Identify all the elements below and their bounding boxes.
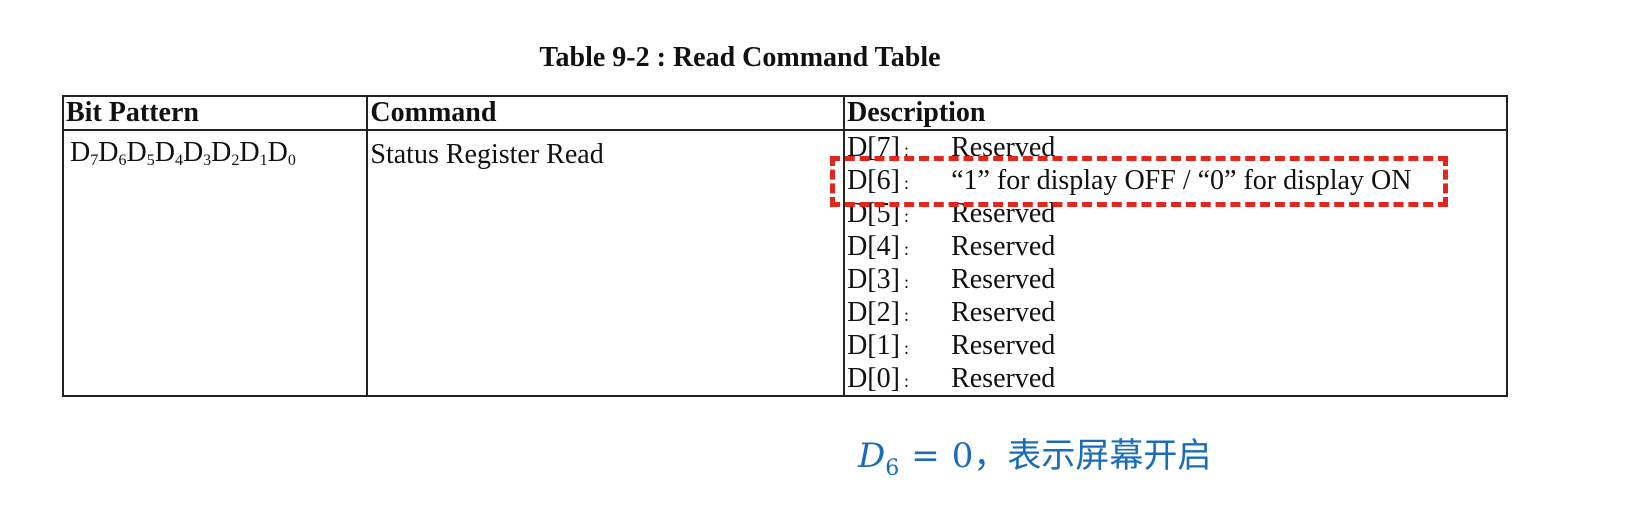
description-text: Reserved: [951, 231, 1056, 262]
bit-subscript: 7: [90, 152, 99, 169]
note-variable: D6: [858, 436, 900, 481]
description-text: Reserved: [951, 330, 1056, 361]
note-value: 0: [951, 436, 974, 476]
bit-letter: D: [126, 137, 147, 168]
bit-subscript: 2: [231, 152, 240, 169]
table-caption: Table 9-2 : Read Command Table: [539, 42, 941, 73]
description-text: Reserved: [951, 264, 1056, 295]
description-bit: D[4]:: [847, 231, 909, 262]
bit-subscript: 4: [174, 152, 183, 169]
read-command-table: Bit Pattern Command Description D7D6D5D4…: [61, 95, 1508, 397]
note-text: ，表示屏幕开启: [973, 436, 1212, 476]
header-command: Command: [366, 95, 846, 131]
description-line-d6: D[6]: “1” for display OFF / “0” for disp…: [845, 164, 1506, 197]
d6-highlight-box: [830, 156, 1448, 207]
bit-letter: D: [211, 137, 232, 168]
description-line-d4: D[4]: Reserved: [845, 230, 1506, 263]
description-bit: D[3]:: [847, 264, 909, 295]
header-description: Description: [843, 95, 1508, 131]
bit-letter: D: [267, 137, 288, 168]
bit-subscript: 3: [203, 152, 212, 169]
bit-subscript: 5: [146, 152, 155, 169]
description-cell: D[7]: Reserved D[6]: “1” for display OFF…: [843, 129, 1508, 397]
bit-letter: D: [70, 137, 91, 168]
bit-subscript: 1: [259, 152, 268, 169]
description-line-d0: D[0]: Reserved: [845, 362, 1506, 395]
description-bit: D[0]:: [847, 363, 909, 394]
description-bit: D[2]:: [847, 297, 909, 328]
bit-letter: D: [239, 137, 260, 168]
description-line-d1: D[1]: Reserved: [845, 329, 1506, 362]
table-header-row: Bit Pattern Command Description: [61, 95, 1508, 131]
note-equals: =: [911, 436, 940, 476]
table-row: D7D6D5D4D3D2D1D0 Status Register Read D[…: [61, 129, 1508, 397]
description-text: Reserved: [951, 363, 1056, 394]
bit-subscript: 0: [287, 152, 296, 169]
description-text: “1” for display OFF / “0” for display ON: [951, 165, 1412, 196]
header-bit-pattern: Bit Pattern: [61, 95, 369, 131]
description-text: Reserved: [951, 297, 1056, 328]
command-cell: Status Register Read: [366, 129, 846, 397]
description-bit: D[6]:: [847, 165, 909, 196]
bit-subscript: 6: [118, 152, 127, 169]
bit-letter: D: [98, 137, 119, 168]
description-bit: D[1]:: [847, 330, 909, 361]
bit-letter: D: [154, 137, 175, 168]
annotation-note: D6 = 0 ，表示屏幕开启: [858, 428, 1211, 481]
bit-pattern-cell: D7D6D5D4D3D2D1D0: [61, 129, 369, 397]
description-line-d3: D[3]: Reserved: [845, 263, 1506, 296]
description-line-d2: D[2]: Reserved: [845, 296, 1506, 329]
bit-letter: D: [182, 137, 204, 168]
